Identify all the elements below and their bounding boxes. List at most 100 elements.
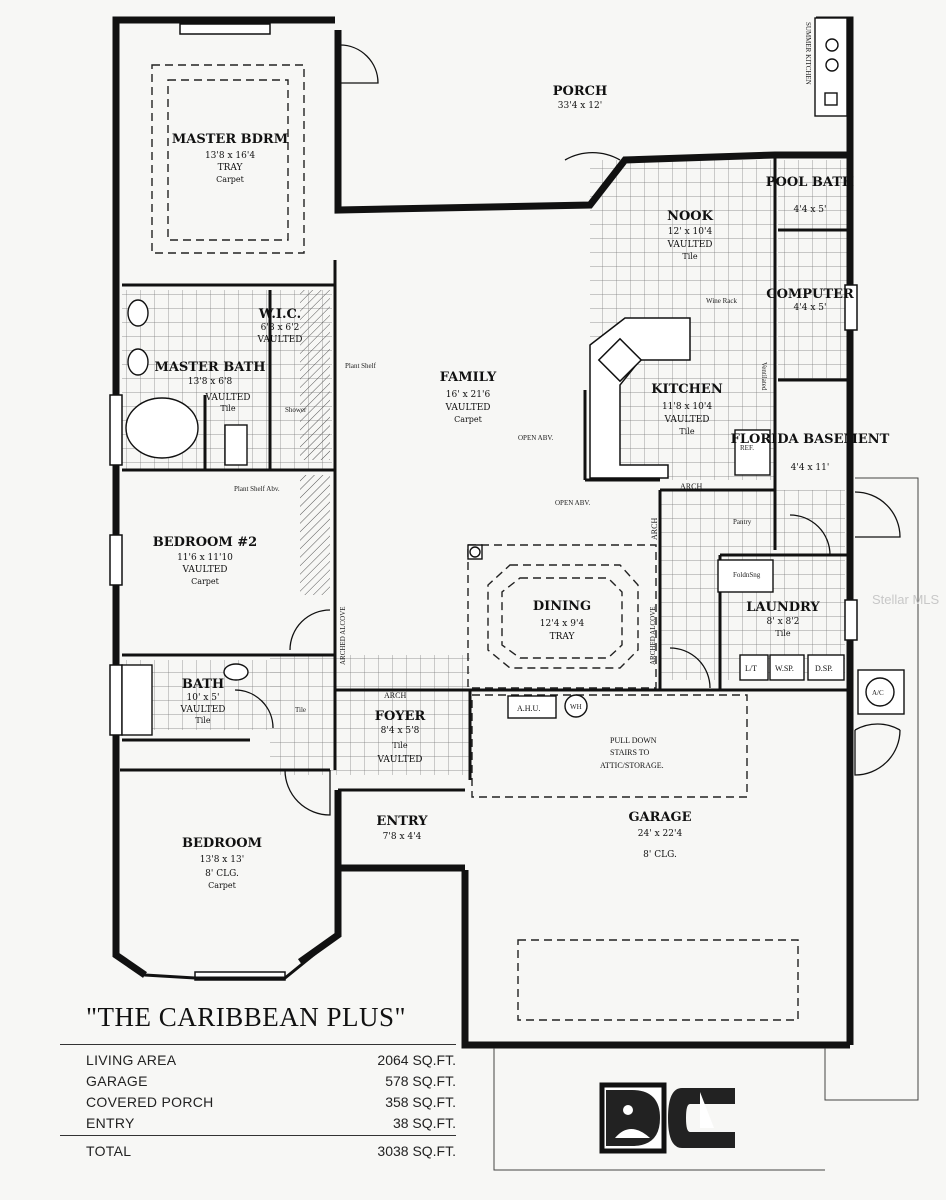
plant-shelf-abv-label: Plant Shelf Abv. [234,485,280,493]
florida-basement-dim: 4'4 x 11' [791,463,830,473]
computer-dim: 4'4 x 5' [794,303,827,313]
nook-note: VAULTED [666,240,712,250]
pantry-label: Pantry [733,518,752,526]
folding-label: FoldnSng [733,571,761,579]
bath-dim: 10' x 5' [187,693,220,703]
pool-bath-dim: 4'4 x 5' [794,205,827,215]
site-lines [493,477,919,1171]
bedroom-label: BEDROOM [182,836,262,851]
watermark: Stellar MLS [872,592,940,607]
foyer-note: VAULTED [376,755,422,765]
wic-note: VAULTED [256,335,302,345]
entry-label: ENTRY [376,814,428,829]
foyer-label: FOYER [375,709,426,724]
dining-label: DINING [533,599,591,614]
kitchen-dim: 11'8 x 10'4 [662,402,712,412]
bath-note: VAULTED [179,705,225,715]
family-note: VAULTED [444,403,490,413]
florida-basement-label: FLORIDA BASEMENT [731,432,890,447]
arch-foyer-label: ARCH [384,691,406,700]
arched-alcove-left-label: ARCHED ALCOVE [339,606,347,665]
bedroom2-label: BEDROOM #2 [153,535,257,550]
area-row-porch: COVERED PORCH 358 SQ.FT. [60,1091,456,1112]
area-summary-table: LIVING AREA 2064 SQ.FT. GARAGE 578 SQ.FT… [60,1044,456,1161]
foyer-finish: Tile [392,741,407,750]
wine-rack-label: Wine Rack [706,297,738,305]
fixtures [121,17,905,736]
area-label: ENTRY [86,1114,135,1131]
arched-alcove-right-label: ARCHED ALCOVE [649,606,657,665]
area-value: 38 SQ.FT. [392,1114,456,1131]
family-dim: 16' x 21'6 [446,390,491,400]
area-label: LIVING AREA [86,1051,177,1068]
bay-window [115,933,339,980]
master-bath-dim: 13'8 x 6'8 [188,377,233,387]
area-top-rule [60,1044,456,1045]
summer-kitchen-label: SUMMER KITCHEN [804,22,812,85]
nook-label: NOOK [667,209,714,224]
area-row-total: TOTAL 3038 SQ.FT. [60,1140,456,1161]
master-bdrm-label: MASTER BDRM [172,132,288,147]
bedroom-note: 8' CLG. [205,869,239,879]
master-bdrm-dim: 13'8 x 16'4 [205,151,255,161]
dsp-label: D.SP. [815,664,833,673]
wic-label: W.I.C. [258,307,301,322]
wsp-label: W.SP. [775,664,794,673]
foyer-dim: 8'4 x 5'8 [381,726,420,736]
bath-finish: Tile [195,716,210,725]
bedroom-dim: 13'8 x 13' [200,855,244,865]
kitchen-label: KITCHEN [651,382,723,397]
laundry-dim: 8' x 8'2 [767,617,800,627]
garage-dim: 24' x 22'4 [638,829,683,839]
plant-shelf-label: Plant Shelf [345,362,377,370]
door-swings [234,44,901,816]
area-value: 2064 SQ.FT. [377,1051,456,1068]
nook-dim: 12' x 10'4 [668,227,713,237]
porch-label: PORCH [553,84,608,99]
master-bath-label: MASTER BATH [154,360,265,375]
master-bdrm-finish: Carpet [216,175,245,184]
arch-kitchen-label: ARCH [680,482,702,491]
family-finish: Carpet [454,415,483,424]
ref-label: REF. [740,444,754,452]
wic-dim: 6'8 x 6'2 [261,323,300,333]
area-value: 578 SQ.FT. [385,1072,456,1089]
arch-vertical-label: ARCH [650,518,659,540]
family-label: FAMILY [440,370,497,385]
area-row-living: LIVING AREA 2064 SQ.FT. [60,1049,456,1070]
wh-label: WH [570,703,582,711]
plan-title: "THE CARIBBEAN PLUS" [86,1002,407,1032]
ahu-label: A.H.U. [517,704,540,713]
master-bdrm-note: TRAY [218,163,244,173]
area-row-garage: GARAGE 578 SQ.FT. [60,1070,456,1091]
builder-logo [599,1082,735,1154]
kitchen-finish: Tile [679,427,694,436]
area-total-label: TOTAL [86,1142,132,1159]
nook-finish: Tile [682,252,697,261]
bedroom2-note: VAULTED [181,565,227,575]
area-value: 358 SQ.FT. [385,1093,456,1110]
open-abv-label-2: OPEN ABV. [555,499,591,507]
porch-dim: 33'4 x 12' [558,101,602,111]
annotations: SUMMER KITCHEN Plant Shelf Plant Shelf A… [234,22,884,770]
bedroom-finish: Carpet [208,881,237,890]
area-label: GARAGE [86,1072,148,1089]
area-row-entry: ENTRY 38 SQ.FT. [60,1112,456,1133]
ac-label: A/C [872,689,884,697]
bedroom2-finish: Carpet [191,577,220,586]
dining-note: TRAY [550,632,576,642]
entry-dim: 7'8 x 4'4 [383,832,422,842]
computer-label: COMPUTER [766,287,854,302]
room-labels: PORCH 33'4 x 12' MASTER BDRM 13'8 x 16'4… [153,84,890,890]
master-bath-note: VAULTED [204,393,250,403]
pool-bath-label: POOL BATH [766,175,854,190]
laundry-finish: Tile [775,629,790,638]
garage-note: 8' CLG. [643,850,677,860]
area-total-value: 3038 SQ.FT. [377,1142,456,1159]
master-bath-finish: Tile [220,404,235,413]
open-abv-label-1: OPEN ABV. [518,434,554,442]
shower-label: Shower [285,406,307,414]
ventilated-label: Ventilated [760,362,768,391]
garage-label: GARAGE [628,810,691,825]
